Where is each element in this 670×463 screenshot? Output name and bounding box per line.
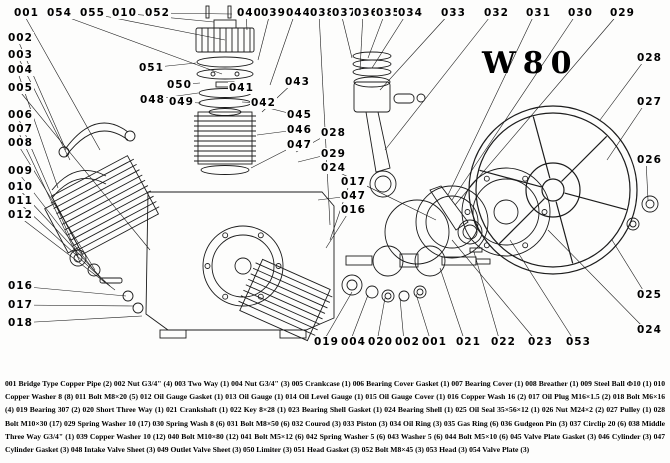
part-label-009: 009: [7, 165, 34, 177]
piston-group: [352, 51, 483, 245]
part-label-011: 011: [7, 195, 34, 207]
part-label-031: 031: [525, 7, 552, 19]
part-label-012: 012: [7, 209, 34, 221]
crankcase: [145, 191, 335, 339]
part-label-041: 041: [228, 82, 255, 94]
part-label-037: 037: [331, 7, 358, 19]
part-label-005: 005: [7, 82, 34, 94]
front-cylinder: [238, 258, 333, 342]
part-label-024: 024: [320, 162, 347, 174]
part-label-046: 046: [286, 124, 313, 136]
part-label-008: 008: [7, 137, 34, 149]
part-label-004: 004: [340, 336, 367, 348]
head-stack: [194, 5, 256, 175]
part-label-052: 052: [144, 7, 171, 19]
part-label-001: 001: [13, 7, 40, 19]
part-label-047: 047: [286, 139, 313, 151]
part-label-020: 020: [367, 336, 394, 348]
part-label-029: 029: [320, 148, 347, 160]
part-label-044: 044: [285, 7, 312, 19]
part-label-030: 030: [567, 7, 594, 19]
left-cylinder: [44, 155, 160, 255]
part-label-001: 001: [421, 336, 448, 348]
part-label-016: 016: [340, 204, 367, 216]
part-label-043: 043: [284, 76, 311, 88]
part-label-053: 053: [565, 336, 592, 348]
part-label-006: 006: [7, 109, 34, 121]
part-label-051: 051: [138, 62, 165, 74]
part-label-040: 040: [236, 7, 263, 19]
part-label-019: 019: [313, 336, 340, 348]
part-label-032: 032: [483, 7, 510, 19]
part-label-045: 045: [286, 109, 313, 121]
part-label-021: 021: [455, 336, 482, 348]
part-label-022: 022: [490, 336, 517, 348]
part-label-017: 017: [340, 176, 367, 188]
part-label-023: 023: [527, 336, 554, 348]
part-label-050: 050: [166, 79, 193, 91]
model-title: W80: [482, 46, 579, 81]
part-label-017: 017: [7, 299, 34, 311]
part-label-025: 025: [636, 289, 663, 301]
part-label-054: 054: [46, 7, 73, 19]
part-label-007: 007: [7, 123, 34, 135]
part-label-049: 049: [168, 96, 195, 108]
left-small-parts: [69, 249, 144, 314]
part-label-035: 035: [375, 7, 402, 19]
part-label-016: 016: [7, 280, 34, 292]
part-label-024: 024: [636, 324, 663, 336]
part-label-018: 018: [7, 317, 34, 329]
part-label-028: 028: [320, 127, 347, 139]
part-label-004: 004: [7, 64, 34, 76]
part-label-027: 027: [636, 96, 663, 108]
part-label-036: 036: [353, 7, 380, 19]
bottom-small-parts: [341, 274, 427, 303]
part-label-010: 010: [7, 181, 34, 193]
part-label-048: 048: [139, 94, 166, 106]
part-label-002: 002: [7, 32, 34, 44]
part-label-033: 033: [440, 7, 467, 19]
bridge-pipes: [51, 122, 136, 199]
part-label-039: 039: [260, 7, 287, 19]
part-label-042: 042: [250, 97, 277, 109]
part-label-029: 029: [609, 7, 636, 19]
part-label-002: 002: [394, 336, 421, 348]
parts-list: 001 Bridge Type Copper Pipe (2) 002 Nut …: [5, 379, 665, 455]
part-label-034: 034: [397, 7, 424, 19]
right-small-parts: [626, 195, 659, 231]
part-label-047: 047: [340, 190, 367, 202]
part-label-026: 026: [636, 154, 663, 166]
part-label-010: 010: [111, 7, 138, 19]
part-label-038: 038: [309, 7, 336, 19]
part-label-055: 055: [79, 7, 106, 19]
part-label-028: 028: [636, 52, 663, 64]
crankshaft: [345, 245, 491, 277]
part-label-003: 003: [7, 49, 34, 61]
flywheel: [468, 105, 638, 275]
